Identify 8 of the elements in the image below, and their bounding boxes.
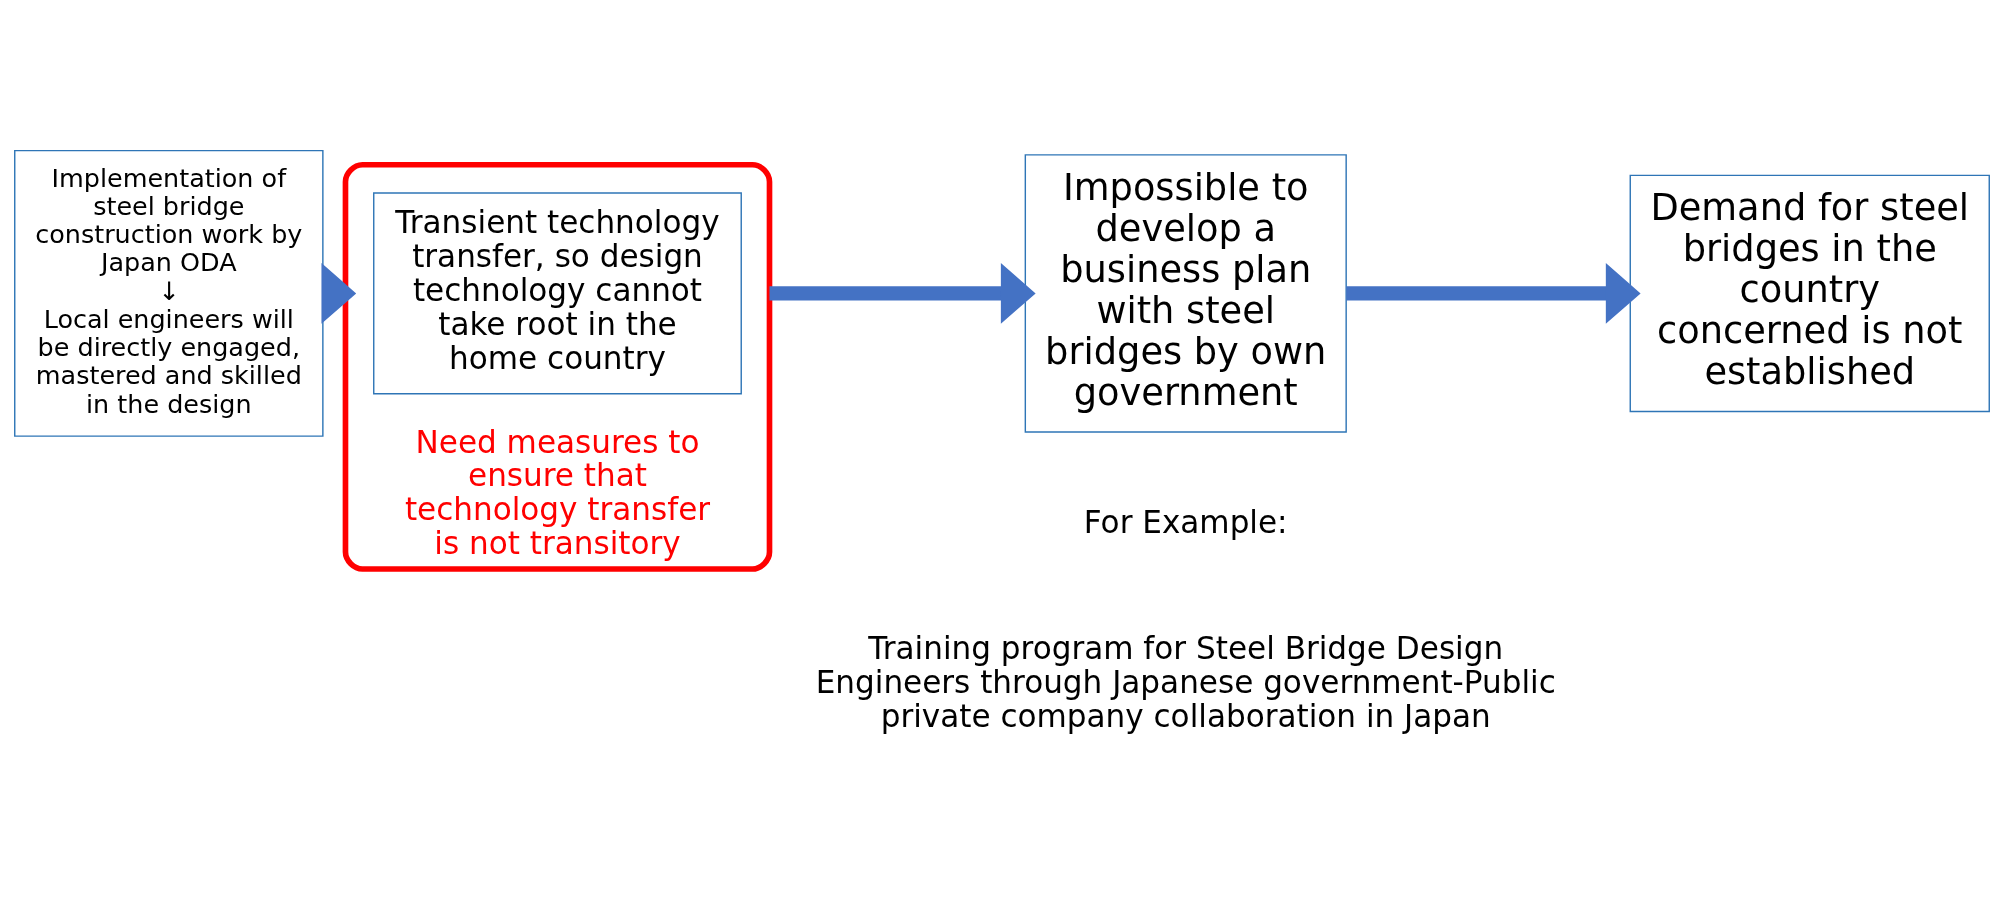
arrow <box>1346 262 1641 324</box>
node-box: Transient technology transfer, so design technology cannot take root in the home country <box>373 191 742 394</box>
arrow <box>769 262 1036 324</box>
label: For Example: <box>1083 503 1288 540</box>
node-box: Demand for steel bridges in the country concerned is not established <box>1629 174 1990 412</box>
node-box: Impossible to develop a business plan with steel bridges by own government <box>1024 153 1347 433</box>
node-box: Implementation of steel bridge construction work by Japan ODA ↓ Local engineers will be directly engaged, mastered and skilled in the design <box>14 149 324 437</box>
label: Training program for Steel Bridge Design Engineers through Japanese government-Public private company collaboration in Japan <box>815 629 1556 734</box>
